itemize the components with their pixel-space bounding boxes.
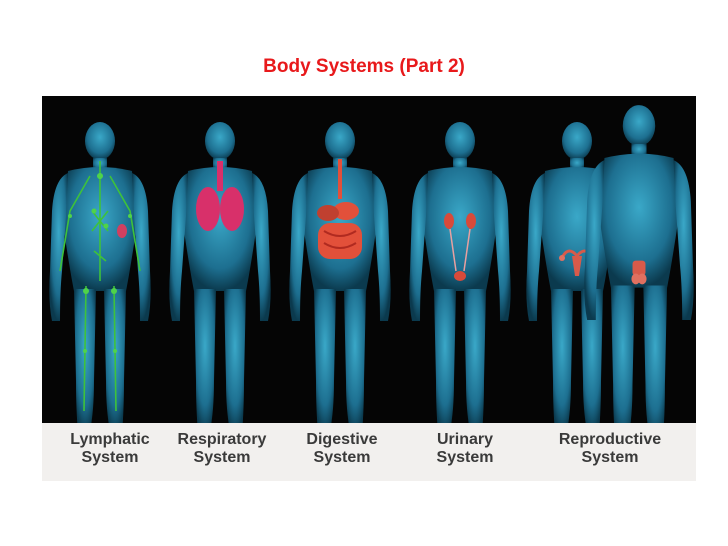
figure-digestive: [289, 122, 391, 439]
figure-lymphatic: [49, 122, 151, 439]
slide-title: Body Systems (Part 2): [263, 56, 465, 77]
body-systems-illustration: [49, 105, 694, 448]
figure-respiratory: [169, 122, 271, 439]
figure-urinary: [409, 122, 511, 439]
lymph-network: [59, 161, 141, 412]
label-band: [42, 423, 696, 481]
figure-reproductive-male: [584, 105, 694, 448]
